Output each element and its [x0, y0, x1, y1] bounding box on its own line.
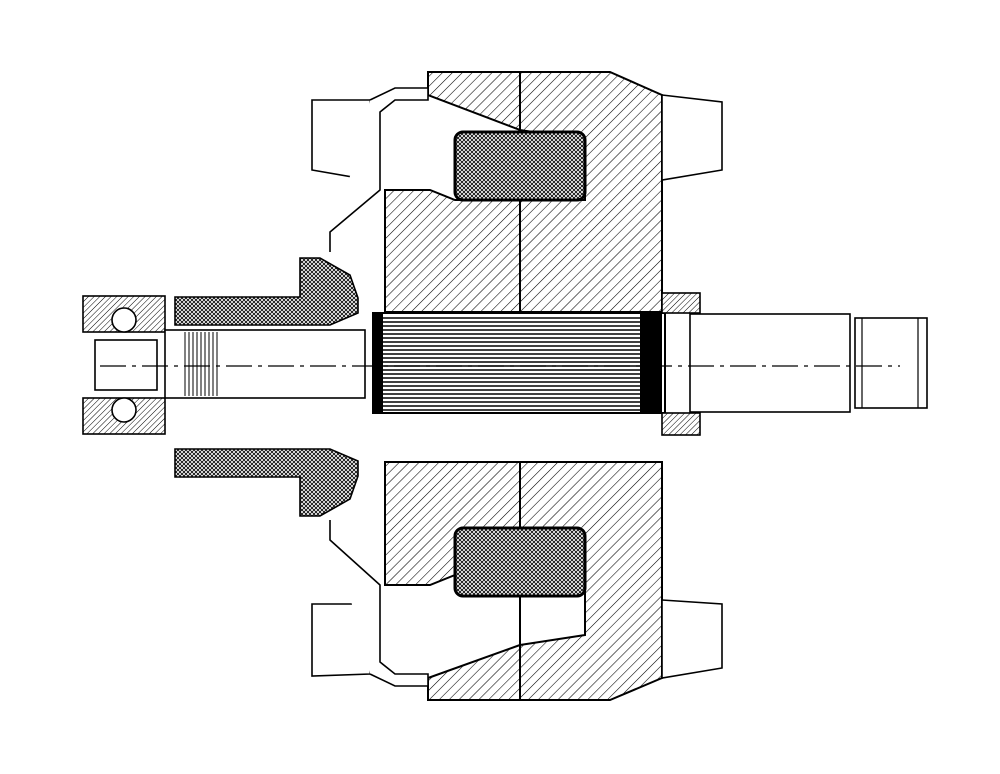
ball-bearing: [82, 295, 166, 435]
field-coil-winding: [453, 130, 587, 598]
rotor-shaft: [164, 313, 928, 413]
seal-ring-right: [661, 292, 701, 436]
hub-carrier: [174, 257, 359, 517]
knurled-core: [372, 312, 666, 414]
fan-blade-left: [311, 87, 429, 687]
fan-blade-right: [661, 94, 723, 679]
shaft-splines: [184, 332, 218, 396]
